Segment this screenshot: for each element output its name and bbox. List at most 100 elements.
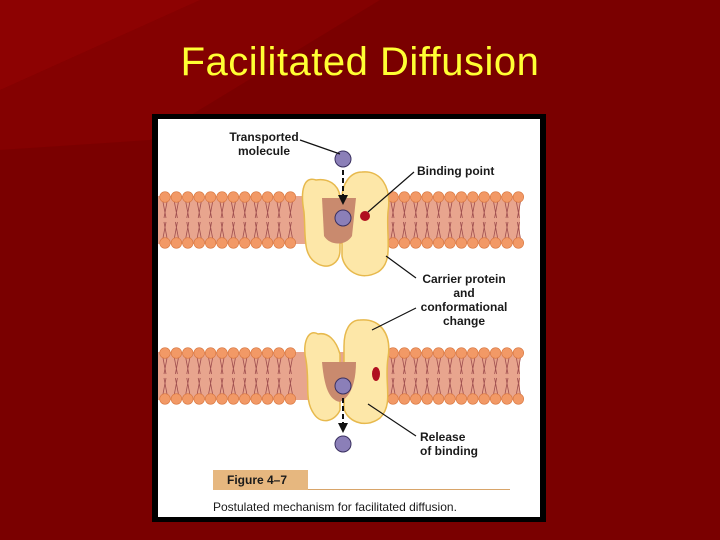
caption-rule [308,489,510,490]
lipid-tail [424,357,430,395]
lipid-head [398,347,411,359]
lipid-head [170,237,182,249]
lipid-head [478,347,490,359]
lipid-head [433,191,445,203]
lipid-tail [516,201,521,239]
lipid-head [250,237,262,249]
lipid-head [455,191,468,203]
lipid-head [170,347,182,359]
lipid-head [205,237,217,249]
lipid-tail [265,201,270,239]
lipid-head [273,393,285,405]
lipid-head [398,191,411,203]
lipid-tail [174,357,179,395]
lipid-head [444,393,456,405]
lipid-head [478,237,490,249]
lipid-tail [242,201,248,239]
lipid-head [444,237,456,249]
lipid-tail [424,201,430,239]
lipid-tail [481,357,487,395]
lipid-head [193,191,205,203]
lipid-head [410,347,422,359]
lipid-head [170,191,182,203]
lipid-head [227,237,239,249]
lipid-tail [504,201,510,239]
binding-site-top [360,211,370,221]
lipid-head [478,191,490,203]
lipid-head [250,393,262,405]
carrier-protein-top [301,171,390,277]
lipid-tail [447,201,453,239]
lipid-head [182,347,194,359]
lipid-head [170,393,182,405]
lipid-tail [504,357,510,395]
lipid-head [512,191,525,203]
lipid-head [410,191,422,203]
lipid-tail [219,357,225,395]
lipid-tail [276,357,282,395]
lipid-tail [459,201,464,239]
lipid-head [250,191,262,203]
lipid-tail [459,357,464,395]
lipid-tail [265,357,270,395]
leader-binding-point [367,171,415,213]
lipid-head [398,237,411,249]
figure-caption: Postulated mechanism for facilitated dif… [213,500,457,514]
lipid-head [421,393,433,405]
lipid-head [182,191,194,203]
lipid-head [444,347,456,359]
lipid-tail [208,357,213,395]
lipid-head [250,347,262,359]
carrier-protein-bottom [304,319,390,425]
lipid-tail [196,357,202,395]
lipid-tail [174,201,179,239]
lipid-head [421,237,433,249]
lipid-head [512,393,525,405]
lipid-head [410,237,422,249]
lipid-head [387,237,399,249]
lipid-head [284,191,297,203]
lipid-tail [162,201,168,239]
lipid-tail [402,201,407,239]
lipid-head [501,347,513,359]
lipid-head [239,347,251,359]
leader-release [367,403,417,437]
lipid-tail [242,357,248,395]
lipid-head [239,393,251,405]
lipid-head [193,237,205,249]
lipid-head [467,393,479,405]
lipid-head [227,393,239,405]
lipid-head [216,347,228,359]
lipid-head [387,393,399,405]
lipid-tail [436,201,441,239]
lipid-tail [413,201,419,239]
lipid-head [444,191,456,203]
lipid-head [501,191,513,203]
lipid-head [467,191,479,203]
lipid-head [490,347,502,359]
lipid-tail [481,201,487,239]
lipid-tail [231,201,236,239]
lipid-head [216,191,228,203]
lipid-tail [196,201,202,239]
lipid-head [455,347,468,359]
lipid-head [262,237,274,249]
lipid-tail [493,201,498,239]
lipid-tail [413,357,419,395]
label-release: Release of binding [420,430,478,458]
lipid-head [490,191,502,203]
lipid-head [239,191,251,203]
lipid-tail [288,357,293,395]
molecule-released-inner [334,377,352,395]
lipid-head [262,347,274,359]
lipid-head [159,347,171,359]
lipid-tail [231,357,236,395]
lipid-head [490,393,502,405]
lipid-head [205,191,217,203]
lipid-head [159,191,171,203]
lipid-tail [185,357,191,395]
lipid-head [193,393,205,405]
lipid-tail [276,201,282,239]
label-transported-molecule: Transported molecule [229,130,299,158]
leader-transported-molecule [299,139,341,155]
